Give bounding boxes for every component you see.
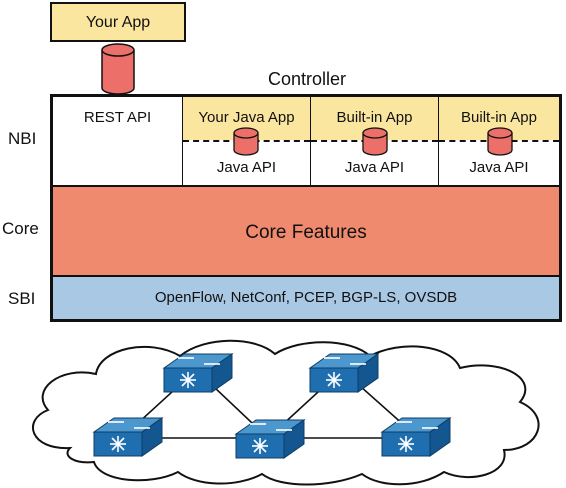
app-cell-built-in-app: Built-in App Java API xyxy=(311,97,439,185)
core-features-band: Core Features xyxy=(53,185,559,277)
java-api-cylinder-icon xyxy=(362,127,388,156)
controller-title: Controller xyxy=(268,69,347,89)
app-name: Your Java App xyxy=(198,109,295,126)
nbi-label: NBI xyxy=(8,129,37,148)
nbi-row: REST API Your Java App Java API Built-in… xyxy=(53,97,559,185)
app-name: Built-in App xyxy=(461,109,537,126)
controller-box: REST API Your Java App Java API Built-in… xyxy=(50,94,562,322)
core-label: Core xyxy=(2,219,39,238)
rest-api-cell: REST API xyxy=(53,97,183,185)
sbi-band: OpenFlow, NetConf, PCEP, BGP-LS, OVSDB xyxy=(53,277,559,319)
app-cell-built-in-app: Built-in App Java API xyxy=(439,97,559,185)
sbi-protocols-label: OpenFlow, NetConf, PCEP, BGP-LS, OVSDB xyxy=(154,289,458,306)
app-name: Built-in App xyxy=(336,109,413,126)
java-api-label: Java API xyxy=(469,159,529,176)
java-api-cylinder-icon xyxy=(487,127,513,156)
java-api-label: Java API xyxy=(216,159,277,176)
sbi-label: SBI xyxy=(8,289,36,308)
network-cloud xyxy=(32,339,540,486)
rest-api-label: REST API xyxy=(83,109,152,126)
your-app-box: Your App xyxy=(50,2,186,42)
app-cell-your-java-app: Your Java App Java API xyxy=(183,97,311,185)
java-api-label: Java API xyxy=(344,159,405,176)
rest-api-cylinder-icon xyxy=(101,43,135,95)
core-features-label: Core Features xyxy=(245,222,367,243)
your-app-label: Your App xyxy=(85,14,151,31)
java-api-cylinder-icon xyxy=(233,127,259,156)
